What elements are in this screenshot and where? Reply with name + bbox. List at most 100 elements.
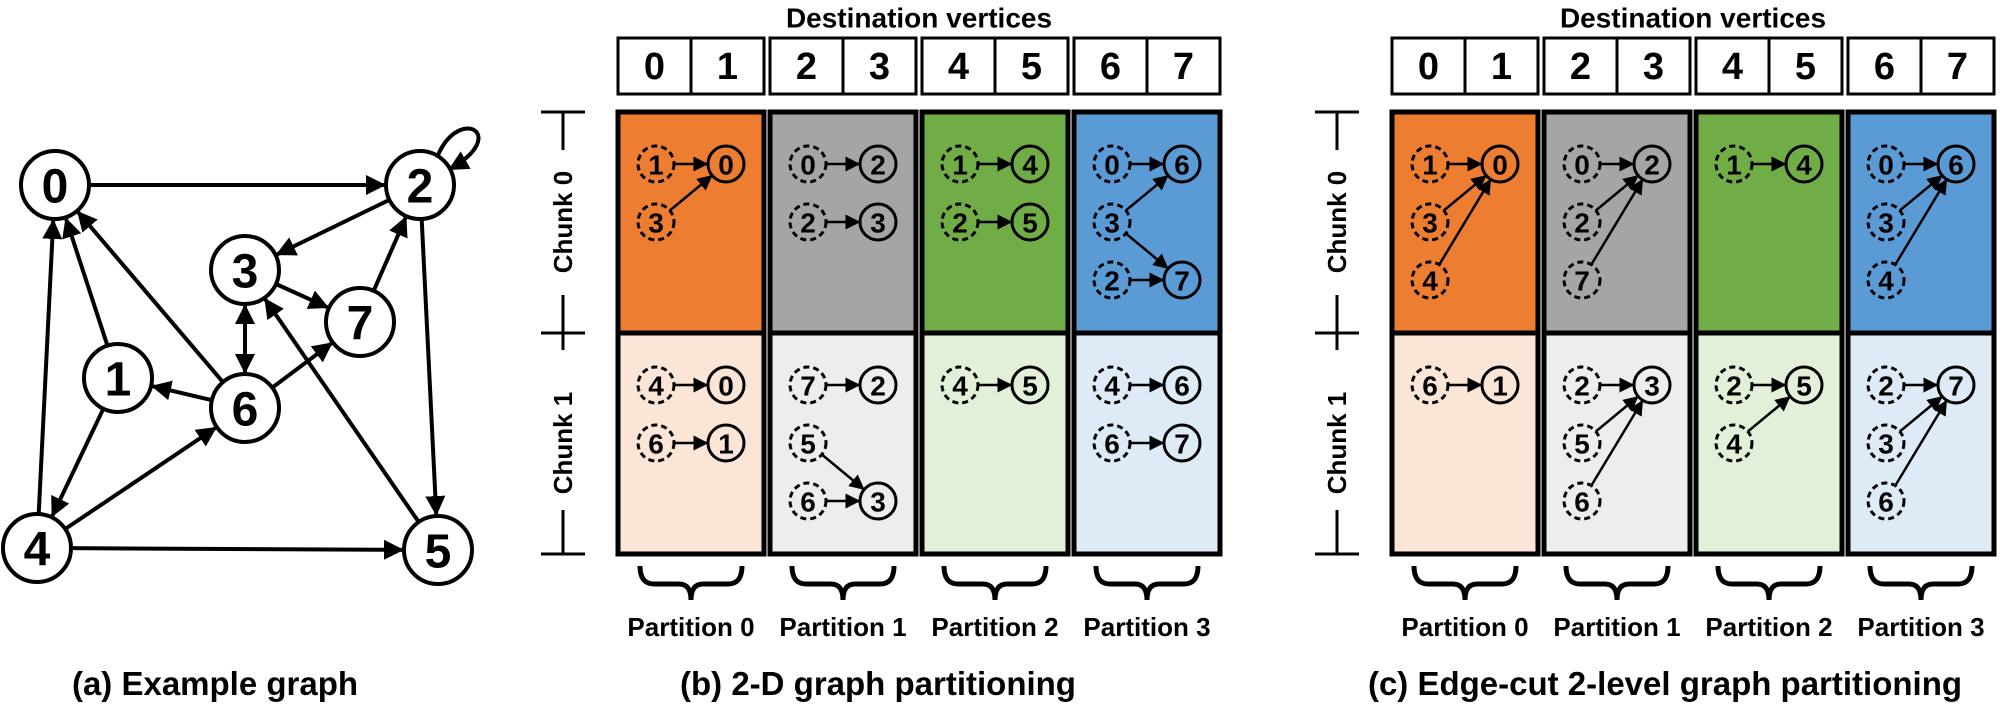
dest-vertex-label: 0: [644, 46, 665, 88]
dest-vertex-label: 4: [948, 46, 969, 88]
dest-vertex-label: 2: [870, 371, 886, 402]
graph-node-3: [209, 234, 281, 306]
graph-node-1: [82, 342, 154, 414]
dest-vertex-label: 7: [1947, 46, 1968, 88]
source-vertex: [788, 423, 828, 463]
partition-cell: [919, 330, 1071, 557]
cell-edges: [1590, 156, 1644, 266]
graph-edge: [275, 198, 391, 257]
graph-node-6: [209, 372, 281, 444]
cell-edge: [1894, 178, 1948, 266]
partition-brace: [1715, 565, 1823, 601]
source-vertex: [940, 365, 980, 405]
source-vertex-label: 2: [800, 208, 816, 239]
source-vertex-label: 4: [1422, 266, 1438, 297]
source-vertex: [1562, 365, 1602, 405]
graph-edge: [263, 297, 421, 524]
cell-edge: [821, 453, 865, 490]
source-vertex: [788, 144, 828, 184]
source-vertex: [788, 481, 828, 521]
graph-edge: [371, 216, 408, 292]
source-vertex: [1866, 144, 1906, 184]
dest-vertex: [858, 481, 898, 521]
source-vertex: [1092, 423, 1132, 463]
dest-vertex: [1162, 144, 1202, 184]
source-vertex: [1410, 260, 1450, 300]
dest-vertex: [1480, 365, 1520, 405]
dest-vertex-label: 7: [1174, 266, 1190, 297]
partition-brace: [1093, 565, 1201, 601]
source-vertex: [1866, 365, 1906, 405]
dest-vertex: [1010, 144, 1050, 184]
cell-edges: [1125, 156, 1169, 288]
chunk-label: Chunk 0: [1322, 171, 1352, 274]
source-vertex: [1866, 260, 1906, 300]
cell-edge: [1438, 178, 1492, 266]
cell-edge: [1747, 396, 1791, 433]
dest-vertex: [1010, 365, 1050, 405]
chunk-label: Chunk 0: [548, 171, 578, 274]
graph-node-7: [324, 286, 396, 358]
cell-edge: [1894, 399, 1948, 487]
dest-vertex: [706, 144, 746, 184]
dest-vertex: [1162, 423, 1202, 463]
dest-vertex-label: 5: [1022, 208, 1038, 239]
graph-node-label: 6: [232, 384, 259, 437]
dest-vertex: [1010, 202, 1050, 242]
source-vertex: [1410, 202, 1450, 242]
dest-vertex-label: 1: [718, 429, 734, 460]
graph-edges: [36, 126, 481, 560]
dest-vertex-label: 2: [870, 150, 886, 181]
cell-edges: [674, 377, 709, 451]
graph-edge: [62, 217, 110, 347]
partition-cell: [1693, 330, 1845, 557]
dest-vertex-label: 7: [1173, 46, 1194, 88]
partition-label: Partition 0: [627, 612, 754, 642]
source-vertex: [1410, 144, 1450, 184]
dest-vertex-label: 4: [1796, 150, 1812, 181]
graph-node-5: [402, 514, 474, 586]
source-vertex: [1714, 423, 1754, 463]
source-vertex-label: 7: [800, 371, 816, 402]
graph-node-label: 1: [105, 354, 132, 407]
source-vertex: [1092, 260, 1132, 300]
dest-vertex-label: 6: [1174, 371, 1190, 402]
source-vertex-label: 6: [648, 429, 664, 460]
source-vertex: [1092, 144, 1132, 184]
dest-vertex: [706, 365, 746, 405]
caption-a: (a) Example graph: [72, 665, 358, 702]
partition-label: Partition 2: [931, 612, 1058, 642]
cell-edges: [821, 377, 865, 509]
dest-vertex: [1632, 144, 1672, 184]
cell-edge: [1590, 399, 1644, 487]
source-vertex-label: 2: [1878, 371, 1894, 402]
source-vertex: [788, 202, 828, 242]
dest-vertex-label: 0: [718, 150, 734, 181]
dest-vertex-label: 3: [869, 46, 890, 88]
cell-edge: [1125, 232, 1169, 269]
source-vertex-label: 3: [1422, 208, 1438, 239]
partition-label: Partition 1: [1553, 612, 1680, 642]
partition-brace: [941, 565, 1049, 601]
partition-brace: [1411, 565, 1519, 601]
dest-vertex-label: 1: [717, 46, 738, 88]
dest-vertex-label: 4: [1722, 46, 1743, 88]
source-vertex-label: 5: [1574, 429, 1590, 460]
dest-vertex: [858, 365, 898, 405]
source-vertex-label: 6: [1878, 487, 1894, 518]
graph-edge: [36, 218, 63, 515]
dest-vertex: [1480, 144, 1520, 184]
source-vertex: [1562, 423, 1602, 463]
graph-edge: [151, 380, 213, 403]
dest-vertex-label: 1: [1492, 371, 1508, 402]
cell-edges: [1747, 377, 1791, 433]
source-vertex: [1092, 365, 1132, 405]
source-vertex: [1714, 144, 1754, 184]
source-vertex-label: 3: [1878, 429, 1894, 460]
dest-vertex-label: 6: [1948, 150, 1964, 181]
source-vertex-label: 2: [952, 208, 968, 239]
dest-vertex-label: 3: [1643, 46, 1664, 88]
source-vertex: [1562, 144, 1602, 184]
dest-vertex-label: 5: [1022, 371, 1038, 402]
